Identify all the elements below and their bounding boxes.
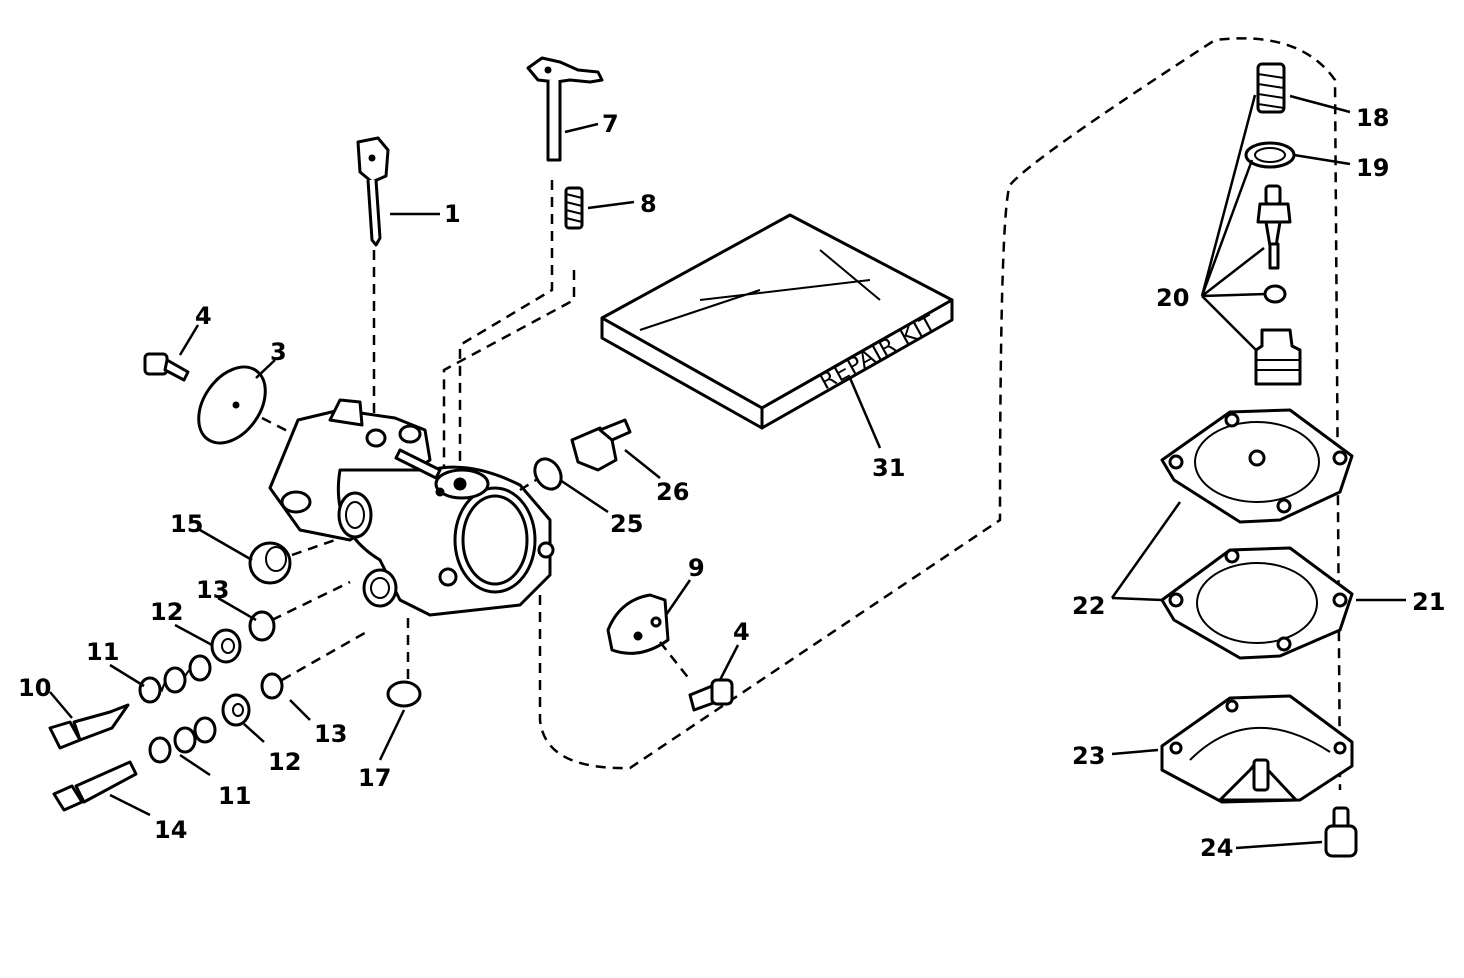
callout-12-upper: 12	[150, 598, 183, 626]
callout-23: 23	[1072, 742, 1105, 770]
part-20-needle	[1256, 184, 1292, 270]
callout-3: 3	[270, 338, 287, 366]
part-25-ring	[533, 457, 563, 491]
callout-13-lower: 13	[314, 720, 347, 748]
callout-22: 22	[1072, 592, 1105, 620]
part-12-washer-upper	[210, 628, 242, 664]
part-17-plug	[386, 680, 422, 708]
callout-31: 31	[872, 454, 905, 482]
part-8-spring	[564, 186, 584, 230]
callout-12-lower: 12	[268, 748, 301, 776]
dash-7	[458, 180, 554, 470]
part-4-screw-lower	[688, 678, 734, 712]
part-7-throttle-shaft	[526, 56, 604, 162]
part-18-spring-valve	[1256, 62, 1286, 114]
callout-17: 17	[358, 764, 391, 792]
part-13-oring-upper	[248, 610, 276, 642]
part-14-screw-lower	[52, 760, 138, 812]
part-4-screw-upper	[143, 352, 190, 382]
part-3-throttle-plate	[197, 365, 267, 445]
callout-25: 25	[610, 510, 643, 538]
part-21-gasket	[1160, 546, 1354, 660]
dash-25	[519, 478, 537, 492]
leader-lines	[49, 94, 1406, 850]
part-13-oring-lower	[260, 672, 284, 700]
callout-4-lower: 4	[733, 618, 750, 646]
callout-4-upper: 4	[195, 302, 212, 330]
part-22-diaphragm-upper	[1160, 408, 1354, 524]
carburetor-body	[268, 398, 555, 617]
part-1-choke-lever	[356, 136, 390, 247]
callout-9: 9	[688, 554, 705, 582]
dash-15	[291, 538, 336, 557]
part-11-spring-upper	[138, 654, 212, 704]
callout-11-upper: 11	[86, 638, 119, 666]
callout-8: 8	[640, 190, 657, 218]
callout-numbers: 1 3 4 7 8 9 4 10 11 11 12 12 13 13 14 15…	[18, 104, 1445, 862]
part-26-fitting	[570, 418, 632, 472]
callout-20: 20	[1156, 284, 1189, 312]
callout-10: 10	[18, 674, 51, 702]
dash-8	[442, 270, 576, 470]
callout-26: 26	[656, 478, 689, 506]
callout-7: 7	[602, 110, 619, 138]
callout-24: 24	[1200, 834, 1233, 862]
part-9-gasket	[606, 593, 670, 655]
callout-18: 18	[1356, 104, 1389, 132]
callout-13-upper: 13	[196, 576, 229, 604]
part-10-needle-upper	[48, 703, 130, 750]
callout-15: 15	[170, 510, 203, 538]
part-11-spring-lower	[148, 716, 217, 764]
dash-13b	[281, 628, 371, 682]
callout-21: 21	[1412, 588, 1445, 616]
callout-1: 1	[444, 200, 461, 228]
part-19-washer	[1244, 141, 1296, 169]
repair-kit-boundary	[538, 37, 1342, 791]
callout-11-lower: 11	[218, 782, 251, 810]
part-12-washer-lower	[221, 693, 251, 727]
dash-13a	[271, 580, 351, 622]
callout-19: 19	[1356, 154, 1389, 182]
dash-9	[659, 641, 691, 681]
callout-14: 14	[154, 816, 187, 844]
part-20-tip	[1263, 284, 1287, 304]
part-24-screw	[1324, 806, 1358, 858]
part-31-repair-kit-box: REPAIR KIT	[600, 213, 954, 430]
part-15-plug	[248, 541, 292, 585]
part-20-seat	[1254, 328, 1302, 386]
part-23-pump-cover	[1160, 694, 1354, 804]
